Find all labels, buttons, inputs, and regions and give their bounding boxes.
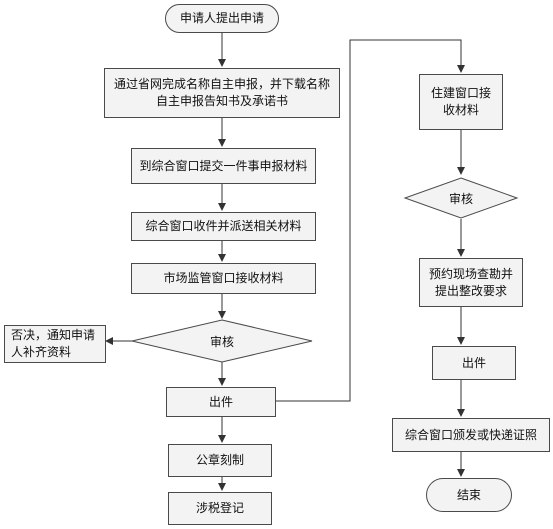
tax-registration-step: 涉税登记 bbox=[168, 492, 272, 525]
issue-left-label: 出件 bbox=[208, 394, 233, 409]
issue-right-label: 出件 bbox=[461, 355, 486, 370]
start-label: 申请人提出申请 bbox=[179, 11, 264, 25]
receive-dispatch-step: 综合窗口收件并派送相关材料 bbox=[131, 212, 316, 241]
start-node: 申请人提出申请 bbox=[165, 4, 279, 33]
review-right-label-box: 审核 bbox=[431, 188, 491, 208]
delivery-step: 综合窗口颁发或快递证照 bbox=[392, 418, 550, 452]
online-declare-step: 通过省网完成名称自主申报，并下载名称自主申报告知书及承诺书 bbox=[104, 68, 340, 118]
review-right-diamond bbox=[403, 177, 519, 219]
submit-materials-step: 到综合窗口提交一件事申报材料 bbox=[131, 148, 316, 184]
review-left-diamond bbox=[131, 319, 313, 363]
review-left-label-box: 审核 bbox=[182, 331, 262, 351]
reject-notice-label: 否决，通知申请人补齐资料 bbox=[11, 328, 96, 359]
seal-carving-label: 公章刻制 bbox=[195, 453, 244, 467]
arrow-issue-to-housing bbox=[276, 39, 465, 402]
submit-materials-label: 到综合窗口提交一件事申报材料 bbox=[139, 158, 308, 173]
onsite-inspection-step: 预约现场查勘并提出整改要求 bbox=[419, 258, 523, 307]
review-left-label: 审核 bbox=[209, 334, 234, 349]
tax-registration-label: 涉税登记 bbox=[195, 501, 244, 515]
onsite-inspection-label: 预约现场查勘并提出整改要求 bbox=[428, 266, 513, 298]
receive-dispatch-label: 综合窗口收件并派送相关材料 bbox=[145, 219, 302, 233]
seal-carving-step: 公章刻制 bbox=[168, 444, 272, 477]
issue-left-step: 出件 bbox=[166, 387, 276, 417]
market-receive-label: 市场监管窗口接收材料 bbox=[163, 271, 284, 285]
delivery-label: 综合窗口颁发或快递证照 bbox=[404, 427, 537, 442]
reject-notice-step: 否决，通知申请人补齐资料 bbox=[4, 325, 106, 363]
review-right-label: 审核 bbox=[448, 191, 473, 206]
online-declare-label: 通过省网完成名称自主申报，并下载名称自主申报告知书及承诺书 bbox=[113, 77, 330, 108]
end-label: 结束 bbox=[456, 487, 481, 502]
housing-receive-label: 住建窗口接收材料 bbox=[430, 86, 491, 117]
market-receive-step: 市场监管窗口接收材料 bbox=[131, 263, 316, 294]
housing-receive-step: 住建窗口接收材料 bbox=[419, 74, 503, 130]
end-node: 结束 bbox=[426, 478, 512, 512]
issue-right-step: 出件 bbox=[432, 346, 516, 380]
